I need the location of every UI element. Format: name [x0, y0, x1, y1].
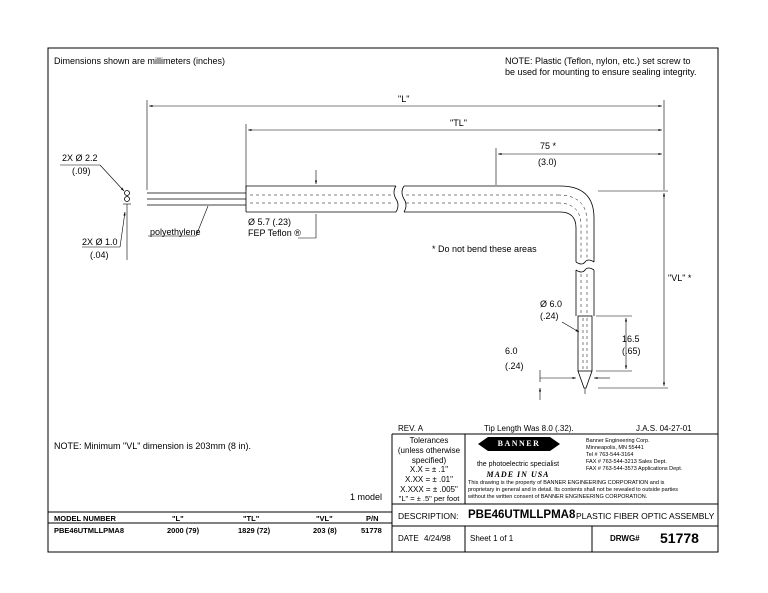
- company-address-line: FAX # 763-544-3213 Sales Dept.: [586, 459, 667, 465]
- property-notice-line: proprietary in general and in detail. It…: [468, 487, 679, 493]
- polyethylene-label: polyethylene: [150, 227, 201, 237]
- tolerance-line: "L" = ± .5" per foot: [398, 494, 460, 503]
- table-header-tl: "TL": [243, 514, 260, 523]
- property-notice-line: This drawing is the property of BANNER E…: [468, 480, 665, 486]
- probe-diameter-mm: Ø 6.0: [540, 299, 563, 309]
- table-header-vl: "VL": [316, 514, 333, 523]
- tolerance-line: X.XX = ± .01": [405, 475, 453, 484]
- revision-label: REV. A: [398, 424, 424, 433]
- table-cell-model: PBE46UTMLLPMA8: [54, 526, 125, 535]
- fiber-diameter-in: (.04): [90, 250, 109, 260]
- company-address-line: Tel # 763-544-3164: [586, 452, 634, 458]
- revision-date: J.A.S. 04-27-01: [636, 424, 692, 433]
- property-notice-line: without the written consent of BANNER EN…: [468, 494, 648, 500]
- date-label: DATE: [398, 534, 419, 543]
- revision-note: Tip Length Was 8.0 (.32).: [484, 424, 574, 433]
- probe-offset-in: (.24): [505, 361, 524, 371]
- dim-bend-mm: 75 *: [540, 141, 557, 151]
- tolerance-line: X.X = ± .1": [409, 465, 449, 474]
- sealing-note-line1: NOTE: Plastic (Teflon, nylon, etc.) set …: [505, 56, 691, 66]
- table-cell-l: 2000 (79): [167, 526, 200, 535]
- dim-tl-label: "TL": [450, 118, 467, 128]
- drawing-number-label: DRWG#: [610, 534, 640, 543]
- banner-logo-badge: [478, 437, 560, 451]
- made-in-usa: MADE IN USA: [486, 470, 550, 479]
- table-header-pn: P/N: [366, 514, 379, 523]
- teflon-label: FEP Teflon ®: [248, 228, 301, 238]
- teflon-diameter: Ø 5.7 (.23): [248, 217, 292, 227]
- table-header-l: "L": [172, 514, 184, 523]
- company-tagline: the photoelectric specialist: [476, 461, 560, 468]
- dim-bend-in: (3.0): [538, 157, 557, 167]
- dim-vl-label: "VL" *: [668, 273, 692, 283]
- probe-length-mm: 16.5: [622, 334, 640, 344]
- table-cell-pn: 51778: [361, 526, 382, 535]
- tolerance-line: (unless otherwise: [397, 446, 461, 455]
- tolerance-line: X.XXX = ± .005": [400, 485, 458, 494]
- tip-diameter-mm: 2X Ø 2.2: [62, 153, 98, 163]
- table-header-model: MODEL NUMBER: [54, 514, 116, 523]
- sealing-note-line2: be used for mounting to ensure sealing i…: [505, 67, 697, 77]
- probe-length-in: (.65): [622, 346, 641, 356]
- description-text: PLASTIC FIBER OPTIC ASSEMBLY: [576, 511, 715, 521]
- tip-diameter-in: (.09): [72, 166, 91, 176]
- min-vl-note: NOTE: Minimum "VL" dimension is 203mm (8…: [54, 441, 251, 451]
- dim-l-label: "L": [398, 94, 410, 104]
- company-address-line: Minneapolis, MN 55441: [586, 445, 644, 451]
- tolerance-line: Tolerances: [409, 436, 449, 445]
- probe-diameter-in: (.24): [540, 311, 559, 321]
- company-address-line: FAX # 763-544-3573 Applications Dept.: [586, 466, 683, 472]
- table-cell-vl: 203 (8): [313, 526, 337, 535]
- no-bend-note: * Do not bend these areas: [432, 244, 537, 254]
- description-model: PBE46UTMLLPMA8: [468, 509, 576, 521]
- units-note: Dimensions shown are millimeters (inches…: [54, 56, 226, 66]
- fiber-diameter-mm: 2X Ø 1.0: [82, 237, 118, 247]
- drawing-number: 51778: [660, 530, 699, 546]
- banner-logo: BANNER: [497, 439, 541, 448]
- sheet-number: Sheet 1 of 1: [470, 534, 514, 543]
- description-label: DESCRIPTION:: [398, 511, 459, 521]
- company-address-line: Banner Engineering Corp.: [586, 438, 650, 444]
- probe-offset-mm: 6.0: [505, 346, 518, 356]
- date-value: 4/24/98: [424, 534, 451, 543]
- table-cell-tl: 1829 (72): [238, 526, 271, 535]
- tolerance-line: specified): [411, 456, 447, 465]
- model-count: 1 model: [350, 492, 383, 502]
